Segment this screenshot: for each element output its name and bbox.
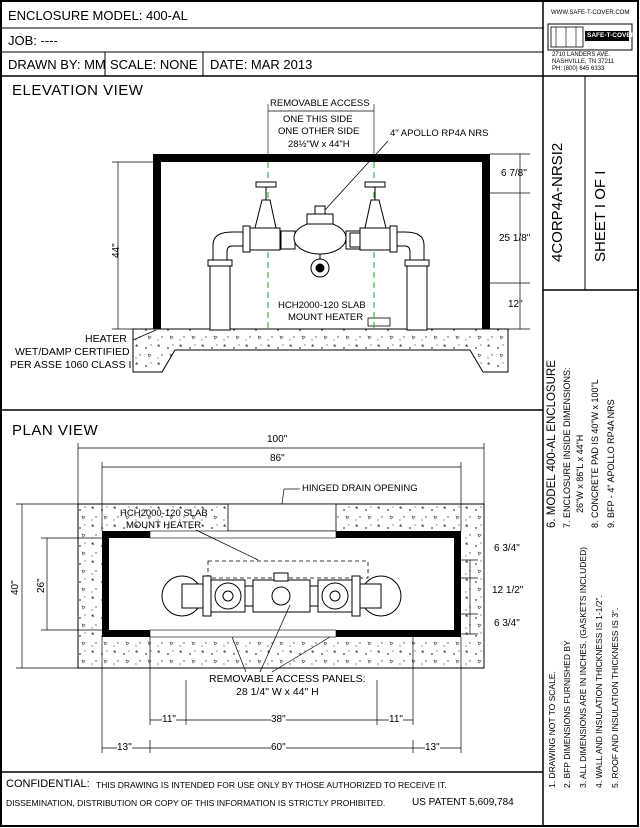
dim-13-left: 13" [117, 742, 132, 753]
elev-heater-label1: HCH2000-120 SLAB [278, 300, 366, 311]
dim-100: 100" [267, 434, 288, 445]
note-6: 6. MODEL 400-AL ENCLOSURE [546, 360, 558, 528]
date: DATE: MAR 2013 [210, 57, 313, 72]
panels-label1: REMOVABLE ACCESS PANELS: [209, 673, 366, 685]
company-logo [547, 23, 633, 51]
plan-heading: PLAN VIEW [12, 422, 99, 439]
dim-40: 40" [10, 580, 21, 595]
dim-6-7-8: 6 7/8" [501, 168, 527, 179]
heater-note1: HEATER [85, 333, 127, 345]
elevation-heater [367, 317, 391, 327]
scale: SCALE: NONE [110, 57, 198, 72]
elevation-heading: ELEVATION VIEW [12, 82, 144, 99]
heater-note2: WET/DAMP CERTIFIED [15, 346, 130, 358]
dim-6-3-4-top: 6 3/4" [494, 543, 520, 554]
logo-text: SAFE-T-COVER [587, 32, 636, 39]
dim-12: 12" [508, 299, 523, 310]
company-website: WWW.SAFE-T-COVER.COM [551, 10, 630, 16]
dim-86: 86" [270, 453, 285, 464]
heater-note3: PER ASSE 1060 CLASS I [10, 359, 132, 371]
elevation-backflow-preventer [207, 181, 430, 331]
dim-11-right: 11" [389, 714, 403, 725]
dim-6-3-4-bottom: 6 3/4" [494, 618, 520, 629]
company-phone: PH: (800) 645 6333 [552, 66, 605, 72]
elevation-concrete-pad [132, 328, 509, 373]
dim-38: 38" [271, 714, 286, 725]
dim-13-right: 13" [425, 742, 440, 753]
dim-height-44: 44" [111, 243, 122, 258]
plan-heater [207, 560, 369, 579]
panels-label2: 28 1/4" W x 44" H [236, 686, 319, 698]
confidential-line1: THIS DRAWING IS INTENDED FOR USE ONLY BY… [96, 780, 447, 790]
plan-heater-label1: HCH2000-120 SLAB [120, 508, 208, 519]
dim-26: 26" [36, 578, 47, 593]
valve-label: 4" APOLLO RP4A NRS [390, 128, 489, 139]
dim-25-1-8: 25 1/8" [499, 233, 531, 244]
job-field: JOB: ---- [8, 33, 58, 48]
enclosure-model: ENCLOSURE MODEL: 400-AL [8, 8, 188, 23]
note-2: 2. BFP DIMENSIONS FURNISHED BY [562, 640, 572, 788]
access-line1: ONE THIS SIDE [283, 114, 353, 125]
confidential-line2: DISSEMINATION, DISTRIBUTION OR COPY OF T… [6, 798, 386, 808]
note-9: 9. BFP - 4" APOLLO RP4A NRS [606, 399, 616, 528]
access-size: 28½"W x 44"H [288, 139, 350, 150]
note-7a: 7. ENCLOSURE INSIDE DIMENSIONS: [562, 367, 572, 528]
part-number: 4CORP4A-NRSI2 [549, 142, 566, 262]
access-line2: ONE OTHER SIDE [278, 126, 360, 137]
dim-11-left: 11" [162, 714, 176, 725]
note-1: 1. DRAWING NOT TO SCALE. [547, 671, 557, 788]
plan-backflow-preventer [161, 572, 402, 617]
note-7b: 26"W x 86"L x 44"H [575, 434, 585, 513]
patent-number: US PATENT 5,609,784 [412, 797, 514, 808]
drawn-by: DRAWN BY: MM [8, 57, 106, 72]
elevation-enclosure [153, 154, 490, 329]
dim-12-1-2: 12 1/2" [492, 585, 524, 596]
access-title: REMOVABLE ACCESS [270, 98, 370, 109]
drain-label: HINGED DRAIN OPENING [302, 483, 418, 494]
note-5: 5. ROOF AND INSULATION THICKNESS IS 3". [610, 607, 620, 788]
sheet-number: SHEET I OF I [592, 170, 609, 262]
plan-drain-opening [227, 503, 337, 532]
note-3: 3. ALL DIMENSIONS ARE IN INCHES. (GASKET… [578, 546, 588, 788]
plan-dimensions [16, 443, 485, 753]
confidential-label: CONFIDENTIAL: [6, 778, 90, 790]
dim-60: 60" [271, 742, 286, 753]
elev-heater-label2: MOUNT HEATER [288, 312, 364, 323]
note-8: 8. CONCRETE PAD IS 40"W x 100"L [590, 379, 600, 528]
company-address-2: NASHVILLE, TN 37211 [552, 59, 615, 65]
company-address-1: 2710 LANDERS AVE. [552, 52, 610, 58]
plan-heater-label2: MOUNT HEATER [126, 520, 202, 531]
elevation-dimensions [112, 153, 530, 330]
note-4: 4. WALL AND INSULATION THICKNESS IS 1-1/… [594, 595, 604, 788]
